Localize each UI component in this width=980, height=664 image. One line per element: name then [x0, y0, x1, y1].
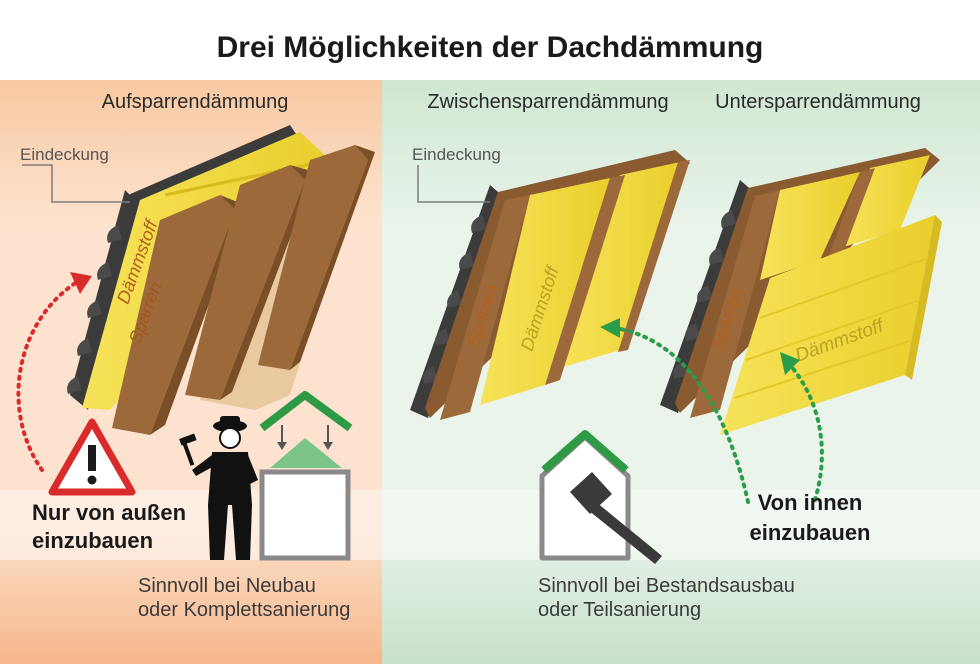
warning-line-2: einzubauen: [32, 528, 153, 553]
arrow-head-red: [70, 272, 92, 294]
roof-aufsparren: Sparren Dämmstoff: [67, 125, 375, 435]
warning-triangle-icon: [48, 418, 136, 496]
hammer-icon: [570, 472, 662, 564]
roof-zwischensparren: Sparren Dämmstoff: [410, 150, 690, 420]
new-house-icon: [259, 391, 353, 561]
title-band: [0, 0, 980, 80]
roof-label-left: Eindeckung: [20, 145, 109, 164]
install-note-line-2: einzubauen: [749, 520, 870, 545]
arrow-inside-install-middle: [613, 326, 750, 504]
recommendation-right-line-2: oder Teilsanierung: [538, 599, 701, 621]
install-note-line-1: Von innen: [758, 490, 863, 515]
arrow-head-green-middle: [600, 318, 620, 338]
warning-line-1: Nur von außen: [32, 500, 186, 525]
roof-untersparren: Sparren Dämmstoff: [660, 148, 942, 435]
arrow-inside-install-right: [788, 363, 824, 502]
diagram-title: Drei Möglichkeiten der Dachdämmung: [217, 31, 764, 64]
heading-zwischensparren: Zwischensparrendämmung: [427, 91, 668, 113]
arrow-head-green-right: [780, 352, 800, 375]
recommendation-left-line-1: Sinnvoll bei Neubau: [138, 575, 316, 597]
recommendation-right-line-1: Sinnvoll bei Bestandsausbau: [538, 575, 795, 597]
roof-label-middle: Eindeckung: [412, 145, 501, 164]
recommendation-left-line-2: oder Komplettsanierung: [138, 599, 350, 621]
roof-label-leader-middle: [417, 165, 490, 203]
roof-label-leader-left: [22, 164, 130, 203]
heading-aufsparren: Aufsparrendämmung: [102, 91, 289, 113]
roofer-with-hammer-icon: [179, 416, 258, 560]
heading-untersparren: Untersparrendämmung: [715, 91, 921, 113]
right-note-band: [382, 490, 980, 560]
arrow-outside-install: [16, 278, 82, 472]
